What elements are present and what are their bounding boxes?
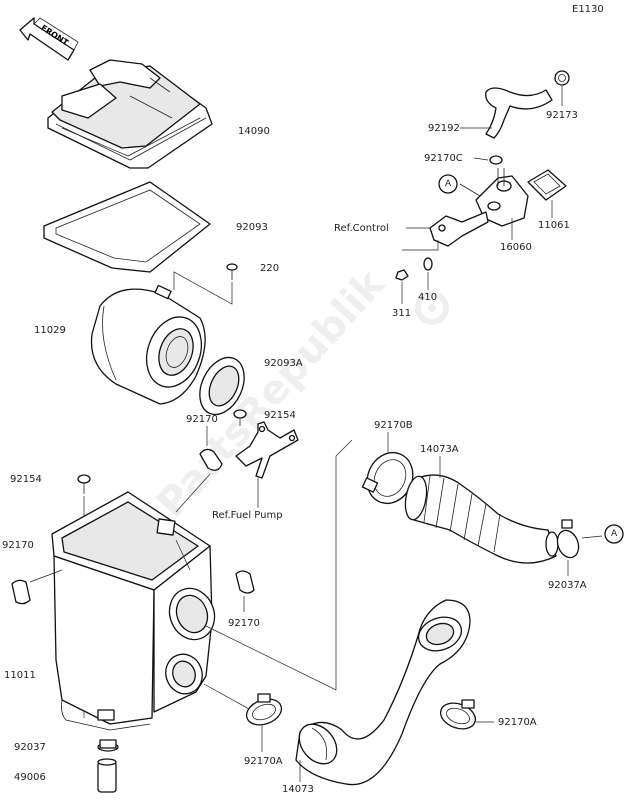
label-92154-left: 92154 bbox=[10, 474, 42, 485]
label-92170a-right: 92170A bbox=[498, 717, 537, 728]
label-92093: 92093 bbox=[236, 222, 268, 233]
callout-a-top bbox=[438, 174, 458, 194]
gasket-11061 bbox=[527, 169, 567, 201]
callout-a-right-letter: A bbox=[611, 529, 618, 539]
label-92170a-left: 92170A bbox=[244, 756, 283, 767]
fuel-pump-bracket bbox=[235, 421, 299, 479]
label-14073a: 14073A bbox=[420, 444, 459, 455]
svg-text:PartsRepublik: PartsRepublik bbox=[148, 260, 394, 526]
label-92173: 92173 bbox=[546, 110, 578, 121]
clip-92170-top bbox=[199, 448, 223, 471]
hose-clamp-92170A-left bbox=[245, 693, 283, 726]
label-11029: 11029 bbox=[34, 325, 66, 336]
label-11061: 11061 bbox=[538, 220, 570, 231]
diagram-code: E1130 bbox=[572, 4, 604, 15]
label-49006: 49006 bbox=[14, 772, 46, 783]
label-92170c: 92170C bbox=[424, 153, 463, 164]
hose-92192 bbox=[485, 87, 553, 139]
hose-clamp-92170A-right bbox=[439, 699, 477, 730]
gasket-92093 bbox=[43, 181, 211, 273]
clip-92170-right bbox=[235, 570, 255, 594]
callout-a-top-letter: A bbox=[445, 179, 452, 189]
label-92170b: 92170B bbox=[374, 420, 413, 431]
clip-92170-left bbox=[11, 579, 31, 605]
label-220: 220 bbox=[260, 263, 280, 274]
control-bracket bbox=[429, 211, 489, 247]
bolt-220 bbox=[226, 263, 238, 280]
watermark-gear-icon bbox=[415, 291, 449, 325]
clip-92173 bbox=[554, 70, 570, 86]
label-92170-left: 92170 bbox=[2, 540, 34, 551]
label-11011: 11011 bbox=[4, 670, 36, 681]
drain-tube-49006 bbox=[97, 758, 117, 793]
label-410: 410 bbox=[418, 292, 438, 303]
callout-a-right bbox=[604, 524, 624, 544]
label-92154-top: 92154 bbox=[264, 410, 296, 421]
label-92170-right: 92170 bbox=[228, 618, 260, 629]
label-ref-control: Ref.Control bbox=[334, 223, 389, 234]
screw-92154-top bbox=[233, 409, 247, 426]
cap-92170C bbox=[489, 155, 503, 165]
label-14090: 14090 bbox=[238, 126, 270, 137]
clamp-92037 bbox=[97, 739, 119, 752]
intake-duct-14073 bbox=[295, 599, 471, 786]
label-92192: 92192 bbox=[428, 123, 460, 134]
label-92037a: 92037A bbox=[548, 580, 587, 591]
label-14073: 14073 bbox=[282, 784, 314, 795]
grommet-410 bbox=[423, 257, 433, 271]
watermark: PartsRepublik bbox=[148, 260, 394, 526]
screw-92154-left bbox=[77, 474, 91, 494]
nut-311 bbox=[395, 269, 409, 281]
air-cleaner-cover-14090 bbox=[47, 59, 213, 169]
label-ref-fuel-pump: Ref.Fuel Pump bbox=[212, 510, 283, 521]
seal-ring-92093A bbox=[199, 356, 245, 416]
label-92170-top: 92170 bbox=[186, 414, 218, 425]
label-311: 311 bbox=[392, 308, 412, 319]
label-16060: 16060 bbox=[500, 242, 532, 253]
label-92093a: 92093A bbox=[264, 358, 303, 369]
clamp-92037A bbox=[556, 519, 580, 559]
air-cleaner-housing-11011 bbox=[51, 491, 216, 731]
valve-assembly-16060 bbox=[459, 168, 529, 227]
front-arrow-icon: FRONT bbox=[19, 17, 79, 61]
bellows-boot-14073A bbox=[404, 474, 559, 564]
air-filter-element-11029 bbox=[90, 284, 206, 405]
label-92037: 92037 bbox=[14, 742, 46, 753]
hose-clamp-92170B bbox=[361, 452, 414, 504]
